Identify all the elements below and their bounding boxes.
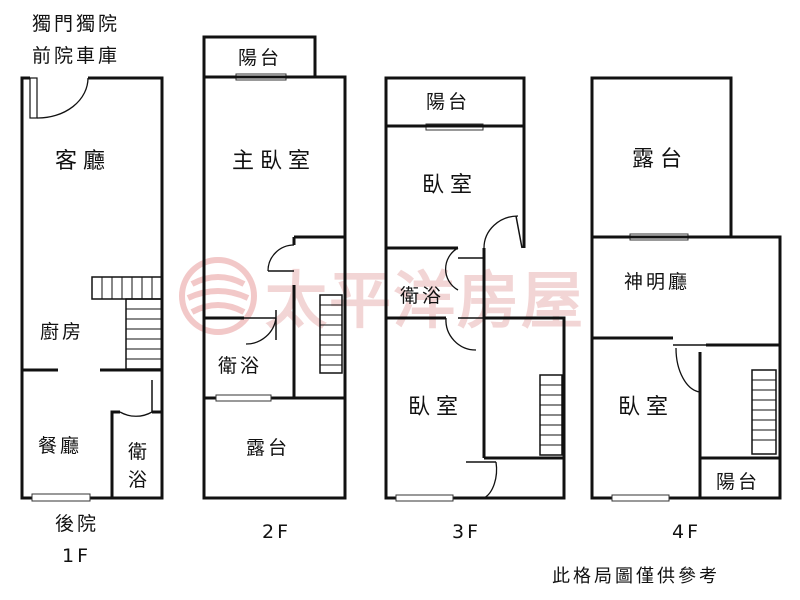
watermark-logo-icon — [179, 257, 257, 335]
2f-balcony-label: 陽台 — [238, 47, 282, 69]
3f-balcony-label: 陽台 — [426, 91, 470, 113]
3f-bedroom-top-label: 臥室 — [422, 173, 478, 198]
front-note-line1: 獨門獨院 — [32, 13, 120, 35]
3f-floor-label: 3F — [452, 521, 481, 543]
3f-staircase — [539, 374, 563, 456]
4f-balcony-label: 陽台 — [716, 471, 760, 493]
1f-bath-label-2: 浴 — [128, 469, 150, 491]
watermark-text: 太平洋房屋 — [265, 264, 585, 337]
disclaimer-note: 此格局圖僅供參考 — [552, 566, 720, 587]
1f-entry-door — [29, 77, 38, 119]
2f-staircase — [319, 294, 343, 374]
2f-bath-label: 衛浴 — [218, 355, 262, 377]
floor-4f: 露台 神明廳 臥室 陽台 4F — [590, 76, 782, 543]
1f-backyard-label: 後院 — [55, 513, 99, 535]
4f-staircase — [751, 369, 777, 455]
2f-floor-label: 2F — [262, 521, 291, 543]
1f-entry-door-swing — [36, 77, 89, 119]
floor-1f: 獨門獨院 前院車庫 — [20, 13, 164, 567]
floor-2f: 陽台 主臥室 衛浴 露台 2F — [202, 35, 347, 543]
watermark: 太平洋房屋 — [179, 257, 585, 337]
1f-outer-wall — [20, 76, 164, 500]
1f-staircase — [91, 276, 163, 370]
4f-bedroom-label: 臥室 — [618, 395, 674, 420]
front-note-line2: 前院車庫 — [32, 45, 120, 67]
4f-shrine-label: 神明廳 — [624, 271, 690, 293]
1f-dining-label: 餐廳 — [38, 435, 82, 457]
1f-kitchen-label: 廚房 — [40, 320, 84, 343]
3f-bath-label: 衛浴 — [400, 285, 444, 307]
1f-rear-window — [31, 493, 91, 502]
2f-master-label: 主臥室 — [232, 149, 316, 174]
1f-floor-label: 1F — [62, 545, 91, 567]
2f-terrace-label: 露台 — [246, 437, 290, 459]
4f-floor-label: 4F — [672, 521, 701, 543]
floor-3f: 陽台 臥室 衛浴 臥室 3F — [384, 76, 566, 543]
3f-bedroom-bottom-label: 臥室 — [408, 395, 464, 420]
4f-terrace-label: 露台 — [632, 147, 688, 172]
1f-bath-label-1: 衛 — [128, 441, 150, 463]
1f-living-label: 客廳 — [55, 149, 111, 174]
